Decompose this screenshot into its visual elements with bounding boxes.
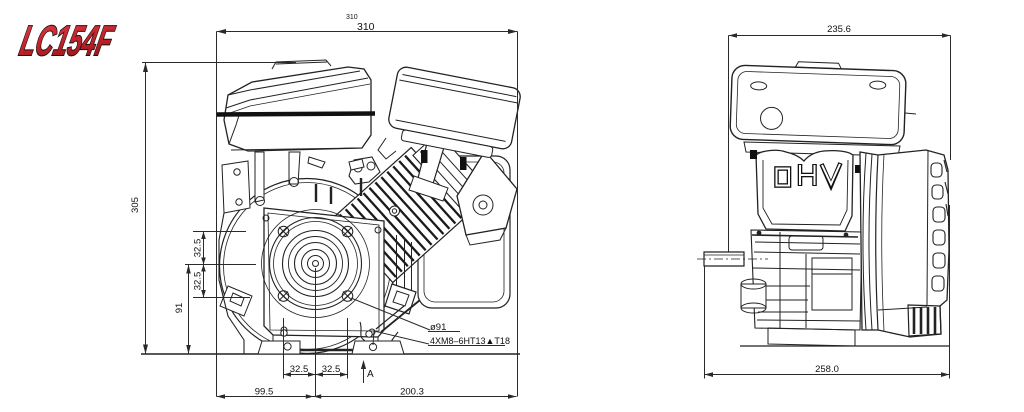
svg-text:310: 310 <box>346 14 358 21</box>
svg-text:4XM8–6HT13▲T18: 4XM8–6HT13▲T18 <box>430 336 510 346</box>
svg-text:99.5: 99.5 <box>255 387 274 398</box>
svg-text:91: 91 <box>174 303 185 314</box>
svg-text:32.5: 32.5 <box>193 239 204 258</box>
svg-text:32.5: 32.5 <box>193 272 204 291</box>
svg-text:235.6: 235.6 <box>827 24 851 35</box>
svg-text:305: 305 <box>130 197 141 213</box>
svg-text:A: A <box>367 369 374 380</box>
svg-text:310: 310 <box>357 21 375 33</box>
svg-text:32.5: 32.5 <box>322 364 341 375</box>
svg-text:258.0: 258.0 <box>815 364 839 375</box>
svg-text:ø91: ø91 <box>430 322 446 333</box>
svg-text:32.5: 32.5 <box>290 364 309 375</box>
svg-text:LC154F: LC154F <box>16 18 119 64</box>
svg-text:200.3: 200.3 <box>400 387 424 398</box>
